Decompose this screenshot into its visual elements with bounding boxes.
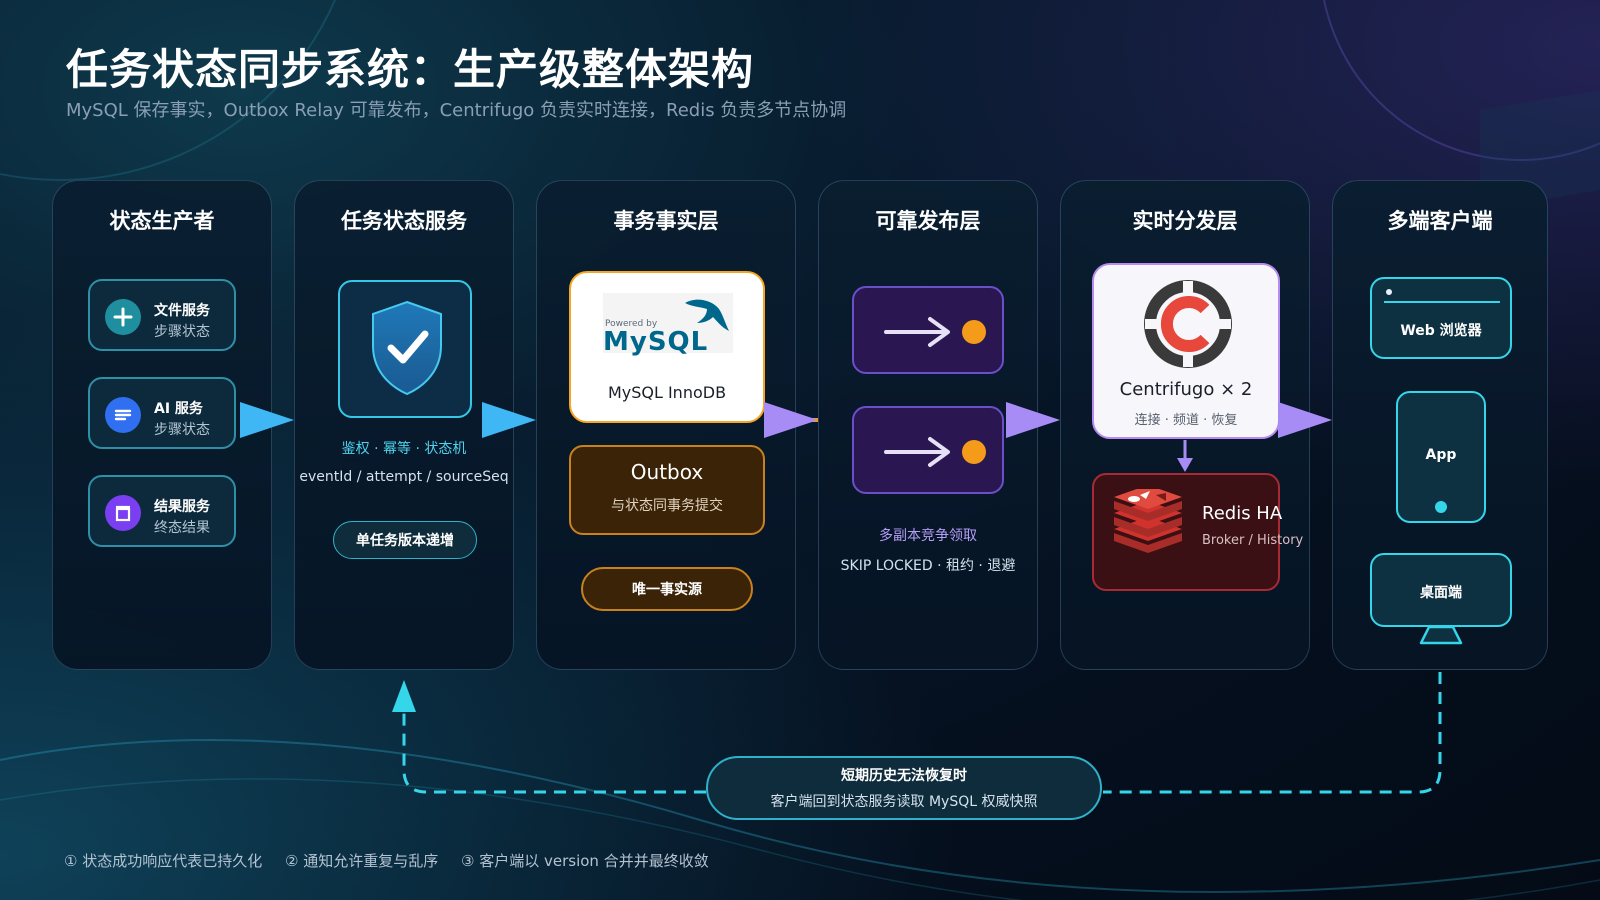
browser-bar-icon bbox=[1384, 301, 1500, 303]
browser-dot-icon bbox=[1386, 289, 1392, 295]
mysql-logo: Powered by MySQL bbox=[603, 293, 733, 357]
plus-icon bbox=[105, 299, 141, 335]
relay-card-2[interactable] bbox=[852, 406, 1004, 494]
redis-sub: Broker / History bbox=[1202, 533, 1304, 548]
box-icon bbox=[105, 495, 141, 531]
relay-caption: 多副本竞争领取 bbox=[879, 528, 977, 544]
shield-check-icon bbox=[372, 300, 442, 396]
service-card-ai[interactable]: AI 服务 步骤状态 bbox=[88, 377, 236, 449]
shield-card[interactable] bbox=[338, 280, 472, 418]
centrifugo-icon bbox=[1144, 280, 1232, 368]
lines-icon bbox=[105, 397, 141, 433]
client-desktop[interactable]: 桌面端 bbox=[1370, 553, 1512, 627]
service-sub: 步骤状态 bbox=[154, 422, 210, 438]
mysql-logo-powered: Powered by bbox=[605, 319, 658, 329]
column-clients: 多端客户端 Web 浏览器 App 桌面端 bbox=[1332, 180, 1548, 670]
service-card-file[interactable]: 文件服务 步骤状态 bbox=[88, 279, 236, 351]
relay-card-1[interactable] bbox=[852, 286, 1004, 374]
column-title: 任务状态服务 bbox=[341, 209, 467, 233]
page-title: 任务状态同步系统：生产级整体架构 bbox=[66, 45, 755, 94]
column-title: 可靠发布层 bbox=[875, 209, 981, 233]
fallback-box: 短期历史无法恢复时 客户端回到状态服务读取 MySQL 权威快照 bbox=[706, 756, 1102, 820]
service-name: 结果服务 bbox=[154, 499, 210, 515]
mysql-label: MySQL InnoDB bbox=[607, 383, 727, 402]
centrifugo-sub: 连接 · 频道 · 恢复 bbox=[1134, 413, 1238, 428]
column-title: 多端客户端 bbox=[1387, 209, 1493, 233]
phone-button-icon bbox=[1435, 501, 1447, 513]
mysql-logo-text: MySQL bbox=[603, 327, 709, 357]
column-title: 实时分发层 bbox=[1132, 209, 1238, 233]
fallback-sub: 客户端回到状态服务读取 MySQL 权威快照 bbox=[770, 794, 1038, 810]
service-caption: 鉴权 · 幂等 · 状态机 bbox=[341, 441, 467, 457]
column-title: 事务事实层 bbox=[613, 209, 719, 233]
column-fact-layer: 事务事实层 Powered by MySQL MySQL InnoDB Outb… bbox=[536, 180, 796, 670]
client-label: 桌面端 bbox=[1420, 585, 1462, 601]
column-publish-layer: 可靠发布层 多副本竞争领取 SKIP LOCKED · 租约 · 退避 bbox=[818, 180, 1038, 670]
column-task-service: 任务状态服务 鉴权 · 幂等 · 状态机 eventId / attempt /… bbox=[294, 180, 514, 670]
mysql-card[interactable]: Powered by MySQL MySQL InnoDB bbox=[569, 271, 765, 423]
client-web[interactable]: Web 浏览器 bbox=[1370, 277, 1512, 359]
dolphin-icon bbox=[685, 299, 729, 331]
version-pill: 单任务版本递增 bbox=[333, 521, 477, 559]
centrifugo-label: Centrifugo × 2 bbox=[1119, 379, 1253, 400]
column-title: 状态生产者 bbox=[109, 209, 215, 233]
redis-icon bbox=[1114, 489, 1182, 553]
relay-caption-detail: SKIP LOCKED · 租约 · 退避 bbox=[840, 558, 1016, 574]
outbox-sub: 与状态同事务提交 bbox=[611, 498, 723, 514]
fallback-arrow-up bbox=[392, 680, 416, 712]
column-producers: 状态生产者 文件服务 步骤状态 AI 服务 步骤状态 结果服务 终态结果 bbox=[52, 180, 272, 670]
client-label: App bbox=[1425, 447, 1457, 463]
outbox-card[interactable]: Outbox 与状态同事务提交 bbox=[569, 445, 765, 535]
service-caption-ids: eventId / attempt / sourceSeq bbox=[299, 469, 509, 485]
service-card-result[interactable]: 结果服务 终态结果 bbox=[88, 475, 236, 547]
service-name: AI 服务 bbox=[154, 401, 203, 417]
service-name: 文件服务 bbox=[154, 303, 210, 319]
footer-note-2: ② 通知允许重复与乱序 bbox=[285, 852, 439, 870]
source-of-truth-pill: 唯一事实源 bbox=[581, 567, 753, 611]
fallback-title: 短期历史无法恢复时 bbox=[841, 768, 967, 784]
relay-arrow-icon bbox=[884, 317, 986, 347]
footer-notes: ① 状态成功响应代表已持久化 ② 通知允许重复与乱序 ③ 客户端以 versio… bbox=[64, 850, 727, 871]
service-sub: 终态结果 bbox=[154, 520, 210, 536]
relay-arrow-icon bbox=[884, 437, 986, 467]
redis-card[interactable]: Redis HA Broker / History bbox=[1092, 473, 1303, 591]
page-subtitle: MySQL 保存事实，Outbox Relay 可靠发布，Centrifugo … bbox=[66, 100, 847, 121]
client-label: Web 浏览器 bbox=[1400, 323, 1482, 339]
outbox-title: Outbox bbox=[630, 460, 704, 484]
service-sub: 步骤状态 bbox=[154, 324, 210, 340]
client-app[interactable]: App bbox=[1396, 391, 1486, 523]
column-realtime-layer: 实时分发层 Centrifugo × 2 连接 · 频道 · 恢复 Redis … bbox=[1060, 180, 1310, 670]
fallback-loop-path bbox=[1103, 672, 1442, 794]
redis-label: Redis HA bbox=[1202, 503, 1283, 524]
footer-note-3: ③ 客户端以 version 合并并最终收敛 bbox=[461, 852, 709, 870]
centrifugo-card[interactable]: Centrifugo × 2 连接 · 频道 · 恢复 bbox=[1092, 263, 1280, 439]
footer-note-1: ① 状态成功响应代表已持久化 bbox=[64, 852, 263, 870]
monitor-stand-icon bbox=[1419, 625, 1463, 645]
fallback-loop-path bbox=[402, 708, 706, 794]
